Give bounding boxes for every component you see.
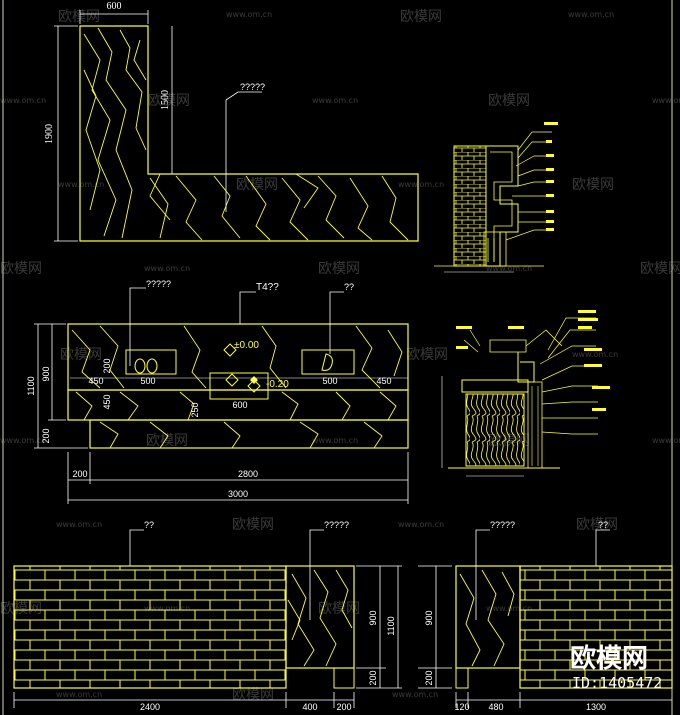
corner-id-label: ID:1405472	[572, 674, 663, 692]
dim-margin-left: 450	[88, 376, 103, 386]
bl-dim-1100: 1100	[386, 616, 396, 635]
br-dim-1300: 1300	[586, 702, 606, 712]
plan-dim-top: 600	[107, 1, 122, 12]
dim-height-900: 900	[41, 366, 51, 381]
front-callout-center: T4??	[256, 282, 279, 293]
bl-callout-2: ?????	[324, 520, 349, 530]
level-top: ±0.00	[234, 340, 259, 351]
plan-marble-veins	[83, 27, 409, 241]
dim-margin-right: 450	[376, 376, 391, 386]
front-elevation: ????? T4?? ?? ±0.00 -0.20 500 600 500 45…	[26, 279, 409, 504]
br-dim-120: 120	[454, 702, 469, 712]
corner-brand-logo: 欧模网	[570, 644, 649, 674]
br-dim-900: 900	[424, 610, 434, 625]
dim-height-1100: 1100	[26, 376, 36, 395]
front-callout-right: ??	[344, 282, 354, 292]
basin-right	[301, 349, 355, 375]
dim-offset-250: 250	[190, 402, 200, 417]
counter-base	[89, 419, 409, 449]
br-dim-480: 480	[488, 702, 503, 712]
bl-dim-200-v: 200	[368, 670, 378, 685]
basin-left	[125, 349, 177, 375]
plan-view: 600 1900 1500 ?????	[44, 1, 419, 242]
br-callout-1: ?????	[490, 520, 515, 530]
plan-dim-left: 1900	[44, 124, 55, 144]
bottom-right-elevation: ????? ?? 900 200 120 480 1300	[418, 520, 673, 712]
dim-offset-200: 200	[102, 358, 112, 373]
dim-bottom-main: 2800	[238, 469, 258, 479]
br-dim-200: 200	[424, 670, 434, 685]
brick-wall-right	[519, 565, 673, 689]
bottom-left-elevation: ?? ????? 2400 400 200 900 1100 200	[13, 520, 402, 712]
basin-center	[209, 372, 269, 400]
dim-bottom-left: 200	[72, 469, 87, 479]
dim-base-200: 200	[41, 428, 51, 443]
level-mid: -0.20	[266, 379, 289, 390]
plan-dim-inner: 1500	[160, 90, 171, 110]
bl-dim-200: 200	[336, 702, 351, 712]
brick-wall-left	[13, 565, 287, 689]
bl-callout-1: ??	[144, 520, 154, 530]
bl-dim-900: 900	[368, 610, 378, 625]
plan-outline	[79, 25, 419, 242]
dim-basin-center: 600	[232, 400, 247, 410]
section-detail-top	[434, 122, 558, 273]
bl-dim-2400: 2400	[140, 702, 160, 712]
section-detail-middle	[441, 310, 610, 477]
marble-panel-right	[455, 565, 521, 669]
front-callout-left: ?????	[146, 279, 171, 289]
br-callout-2: ??	[598, 520, 608, 530]
bl-dim-400: 400	[302, 702, 317, 712]
dim-bottom-total: 3000	[228, 489, 248, 499]
dim-basin-right: 500	[322, 376, 337, 386]
plan-callout: ?????	[240, 82, 265, 92]
dim-offset-450: 450	[102, 394, 112, 409]
dim-basin-left: 500	[140, 376, 155, 386]
